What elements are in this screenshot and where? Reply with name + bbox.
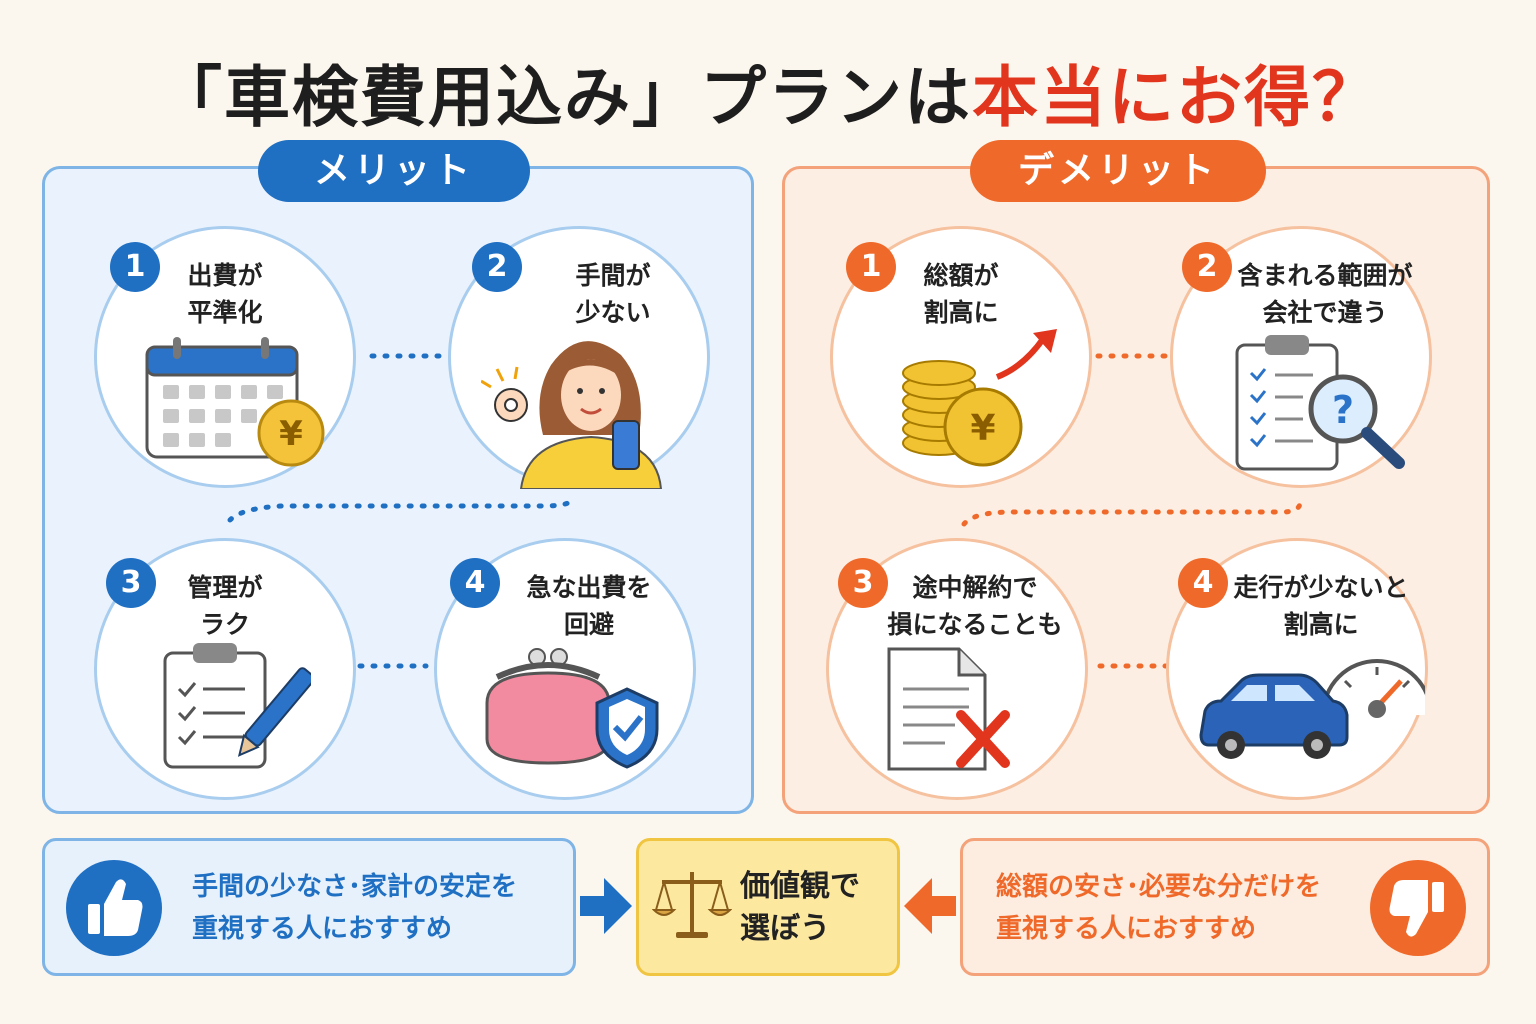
- woman-ok-sign-icon: [481, 341, 663, 489]
- svg-text:¥: ¥: [970, 408, 995, 449]
- document-cross-icon: [887, 647, 1010, 771]
- coins-arrow-up-icon: ¥: [902, 329, 1057, 467]
- center-summary-text: 価値観で 選ぼう: [740, 869, 860, 946]
- demerit-num-2: 2: [1182, 242, 1232, 292]
- merit-num-4: 4: [450, 558, 500, 608]
- clipboard-pen-icon: [163, 643, 311, 769]
- clipboard-magnifier-icon: ?: [1235, 335, 1405, 471]
- merit-item-1-text: 出費が 平準化: [187, 261, 263, 327]
- demerit-num-4: 4: [1178, 558, 1228, 608]
- demerit-label: デメリット: [970, 140, 1266, 202]
- thumbs-up-icon: [66, 860, 162, 956]
- scale-icon: [652, 872, 732, 938]
- merit-item-2-text: 手間が 少ない: [575, 261, 651, 327]
- page-title: 「車検費用込み」プランは本当にお得？: [0, 44, 1536, 140]
- demerit-num-3: 3: [838, 558, 888, 608]
- merit-label: メリット: [258, 140, 530, 202]
- merit-item-4-text: 急な出費を 回避: [526, 573, 652, 639]
- svg-text:¥: ¥: [279, 414, 303, 454]
- demerit-summary-text: 総額の安さ･必要な分だけを 重視する人におすすめ: [996, 872, 1322, 944]
- demerit-item-4-text: 走行が少ないと 割高に: [1233, 573, 1409, 639]
- purse-shield-icon: [485, 648, 659, 769]
- merit-num-1: 1: [110, 242, 160, 292]
- merit-item-4: 急な出費を 回避: [434, 538, 696, 800]
- right-arrow-icon: [580, 878, 632, 934]
- demerit-item-2-text: 含まれる範囲が 会社で違う: [1237, 261, 1413, 327]
- center-summary-box: [636, 838, 900, 976]
- demerit-connectors: [961, 353, 1303, 669]
- demerit-item-3-text: 途中解約で 損になることも: [887, 573, 1063, 639]
- calendar-yen-icon: ¥: [145, 337, 325, 467]
- merit-num-2: 2: [472, 242, 522, 292]
- merit-item-3-text: 管理が ラク: [187, 573, 263, 639]
- merit-connectors: [227, 353, 577, 669]
- title-accent: 本当にお得？: [972, 59, 1380, 136]
- demerit-num-1: 1: [846, 242, 896, 292]
- car-speedometer-icon: [1199, 659, 1425, 759]
- merit-num-3: 3: [106, 558, 156, 608]
- title-main: 「車検費用込み」プランは: [156, 59, 972, 136]
- demerit-item-1-text: 総額が 割高に: [923, 261, 999, 327]
- svg-text:?: ?: [1332, 388, 1354, 432]
- left-arrow-icon: [904, 878, 956, 934]
- merit-summary-text: 手間の少なさ･家計の安定を 重視する人におすすめ: [192, 872, 518, 944]
- thumbs-down-icon: [1370, 860, 1466, 956]
